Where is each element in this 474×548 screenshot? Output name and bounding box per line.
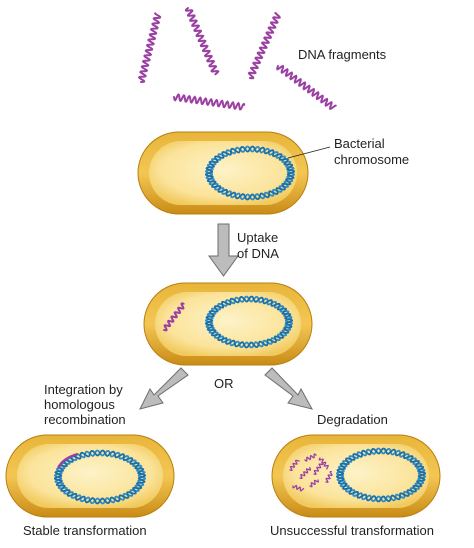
dna-fragment: [173, 93, 246, 111]
bacterium-stable: [5, 434, 175, 518]
bacterial-chromosome-label: Bacterial chromosome: [334, 136, 409, 167]
recombinant-chromosome: [53, 449, 147, 505]
bacterial-chromosome: [335, 447, 427, 503]
bacterium-initial: [137, 131, 309, 215]
degraded-dna-pieces: [289, 453, 333, 492]
bacterial-chromosome: [204, 295, 294, 349]
dna-piece: [304, 453, 317, 462]
dna-piece: [309, 479, 319, 488]
chromosome-strand: [335, 447, 427, 503]
dna-piece: [299, 467, 312, 480]
or-label: OR: [214, 376, 234, 391]
cytoplasm: [149, 141, 297, 205]
dna-fragment: [276, 64, 337, 111]
integration-arrow: [139, 367, 189, 410]
bacterium-unsuccessful: [271, 434, 441, 518]
chromosome-strand: [53, 449, 147, 505]
bacterial-chromosome: [204, 145, 296, 201]
dna-piece: [289, 459, 300, 471]
chromosome-pointer-line: [287, 146, 331, 159]
dna-fragment: [184, 7, 220, 76]
bacterium-with-uptake: [143, 282, 313, 366]
stable-transformation-label: Stable transformation: [23, 523, 147, 538]
integration-label: Integration by homologous recombination: [44, 382, 126, 427]
degradation-arrow: [264, 367, 313, 410]
chromosome-strand: [204, 295, 294, 349]
chromosome-strand: [204, 145, 296, 201]
dna-fragment: [247, 11, 281, 80]
cytoplasm: [155, 292, 301, 356]
dna-piece: [325, 470, 333, 483]
dna-fragments-label: DNA fragments: [298, 47, 387, 62]
dna-fragments-group: [137, 7, 337, 111]
degradation-label: Degradation: [317, 412, 388, 427]
unsuccessful-transformation-label: Unsuccessful transformation: [270, 523, 434, 538]
uptake-label: Uptake of DNA: [237, 230, 282, 261]
taken-up-dna-fragment: [163, 302, 185, 332]
dna-piece: [318, 457, 329, 470]
dna-piece: [292, 484, 305, 492]
dna-piece: [313, 462, 324, 475]
uptake-arrow: [208, 223, 239, 277]
dna-fragment: [137, 12, 162, 83]
integrated-dna-segment: [57, 452, 79, 469]
